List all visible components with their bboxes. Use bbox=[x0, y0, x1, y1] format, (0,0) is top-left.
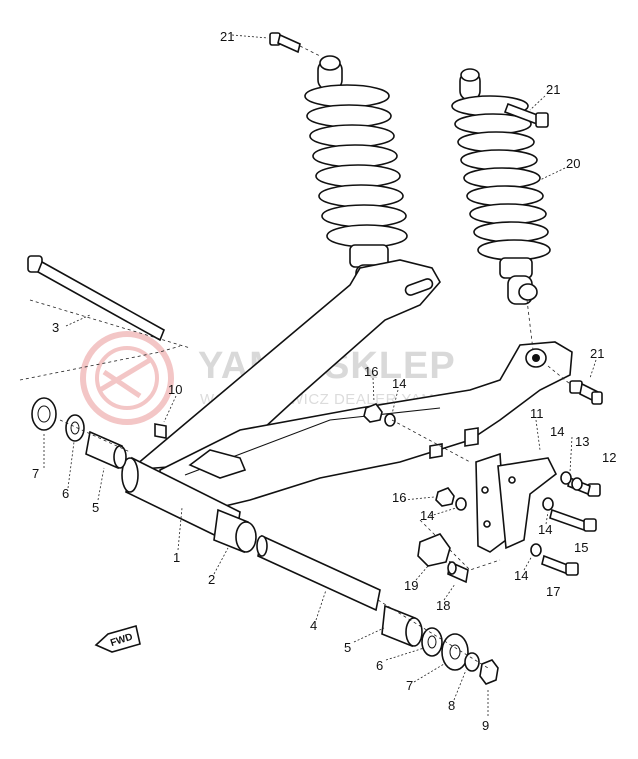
callouts: 21 21 20 3 21 10 16 14 11 14 13 12 7 6 5… bbox=[32, 29, 616, 733]
callout-14: 14 bbox=[550, 424, 564, 439]
callout-9: 9 bbox=[482, 718, 489, 733]
callout-5: 5 bbox=[92, 500, 99, 515]
pivot-shaft bbox=[256, 534, 381, 612]
leader-lines bbox=[43, 34, 597, 716]
pivot-tube bbox=[121, 456, 241, 547]
callout-7: 7 bbox=[406, 678, 413, 693]
callout-6: 6 bbox=[62, 486, 69, 501]
collar bbox=[447, 560, 469, 584]
callout-17: 17 bbox=[546, 584, 560, 599]
swingarm bbox=[127, 259, 573, 513]
callout-16: 16 bbox=[364, 364, 378, 379]
shock-bolt-lower-right bbox=[569, 380, 603, 405]
callout-5: 5 bbox=[344, 640, 351, 655]
callout-2: 2 bbox=[208, 572, 215, 587]
washer-14-lower-right bbox=[530, 543, 542, 557]
callout-14: 14 bbox=[538, 522, 552, 537]
callout-14: 14 bbox=[514, 568, 528, 583]
callout-19: 19 bbox=[404, 578, 418, 593]
callout-3: 3 bbox=[52, 320, 59, 335]
callout-21: 21 bbox=[220, 29, 234, 44]
bushing-left bbox=[85, 430, 127, 470]
bracket bbox=[419, 452, 558, 571]
callout-21: 21 bbox=[590, 346, 604, 361]
washer-right bbox=[421, 627, 443, 657]
rubber-damper bbox=[417, 533, 451, 567]
callout-10: 10 bbox=[168, 382, 182, 397]
nut bbox=[479, 659, 499, 685]
bushing-pivot bbox=[213, 508, 257, 554]
callout-20: 20 bbox=[566, 156, 580, 171]
washer-left bbox=[65, 414, 85, 442]
forward-arrow-icon: FWD bbox=[94, 624, 141, 653]
watermark-logo bbox=[80, 331, 174, 425]
shock-absorber-left bbox=[304, 55, 408, 296]
callout-14: 14 bbox=[392, 376, 406, 391]
washer-small bbox=[464, 652, 480, 672]
pivot-bolt bbox=[27, 255, 191, 349]
callout-13: 13 bbox=[575, 434, 589, 449]
nut-16-upper bbox=[363, 403, 383, 423]
washer-14-upper-mid bbox=[384, 413, 396, 427]
callout-4: 4 bbox=[310, 618, 317, 633]
callout-12: 12 bbox=[602, 450, 616, 465]
thrust-cover-right bbox=[441, 633, 469, 671]
callout-6: 6 bbox=[376, 658, 383, 673]
washer-14-lower-mid bbox=[455, 497, 467, 511]
callout-21: 21 bbox=[546, 82, 560, 97]
assembly-lines bbox=[19, 45, 571, 669]
thrust-cover-left bbox=[31, 397, 57, 431]
nut-16-lower bbox=[435, 487, 455, 507]
callout-18: 18 bbox=[436, 598, 450, 613]
bushing-right bbox=[381, 604, 423, 648]
bolt-17 bbox=[541, 554, 579, 576]
callout-1: 1 bbox=[173, 550, 180, 565]
callout-7: 7 bbox=[32, 466, 39, 481]
callout-11: 11 bbox=[530, 406, 544, 421]
washer-14-upper-right bbox=[560, 471, 572, 485]
callout-8: 8 bbox=[448, 698, 455, 713]
washer-14-mid-right bbox=[542, 497, 554, 511]
callout-16: 16 bbox=[392, 490, 406, 505]
shock-bolt-upper-right bbox=[503, 102, 549, 128]
washer-13 bbox=[571, 477, 583, 491]
callout-15: 15 bbox=[574, 540, 588, 555]
shock-absorber-right bbox=[451, 68, 551, 305]
callout-14: 14 bbox=[420, 508, 434, 523]
shock-bolt-upper-left bbox=[269, 32, 301, 54]
bolt-15 bbox=[549, 508, 597, 532]
grease-nipple bbox=[154, 423, 167, 439]
